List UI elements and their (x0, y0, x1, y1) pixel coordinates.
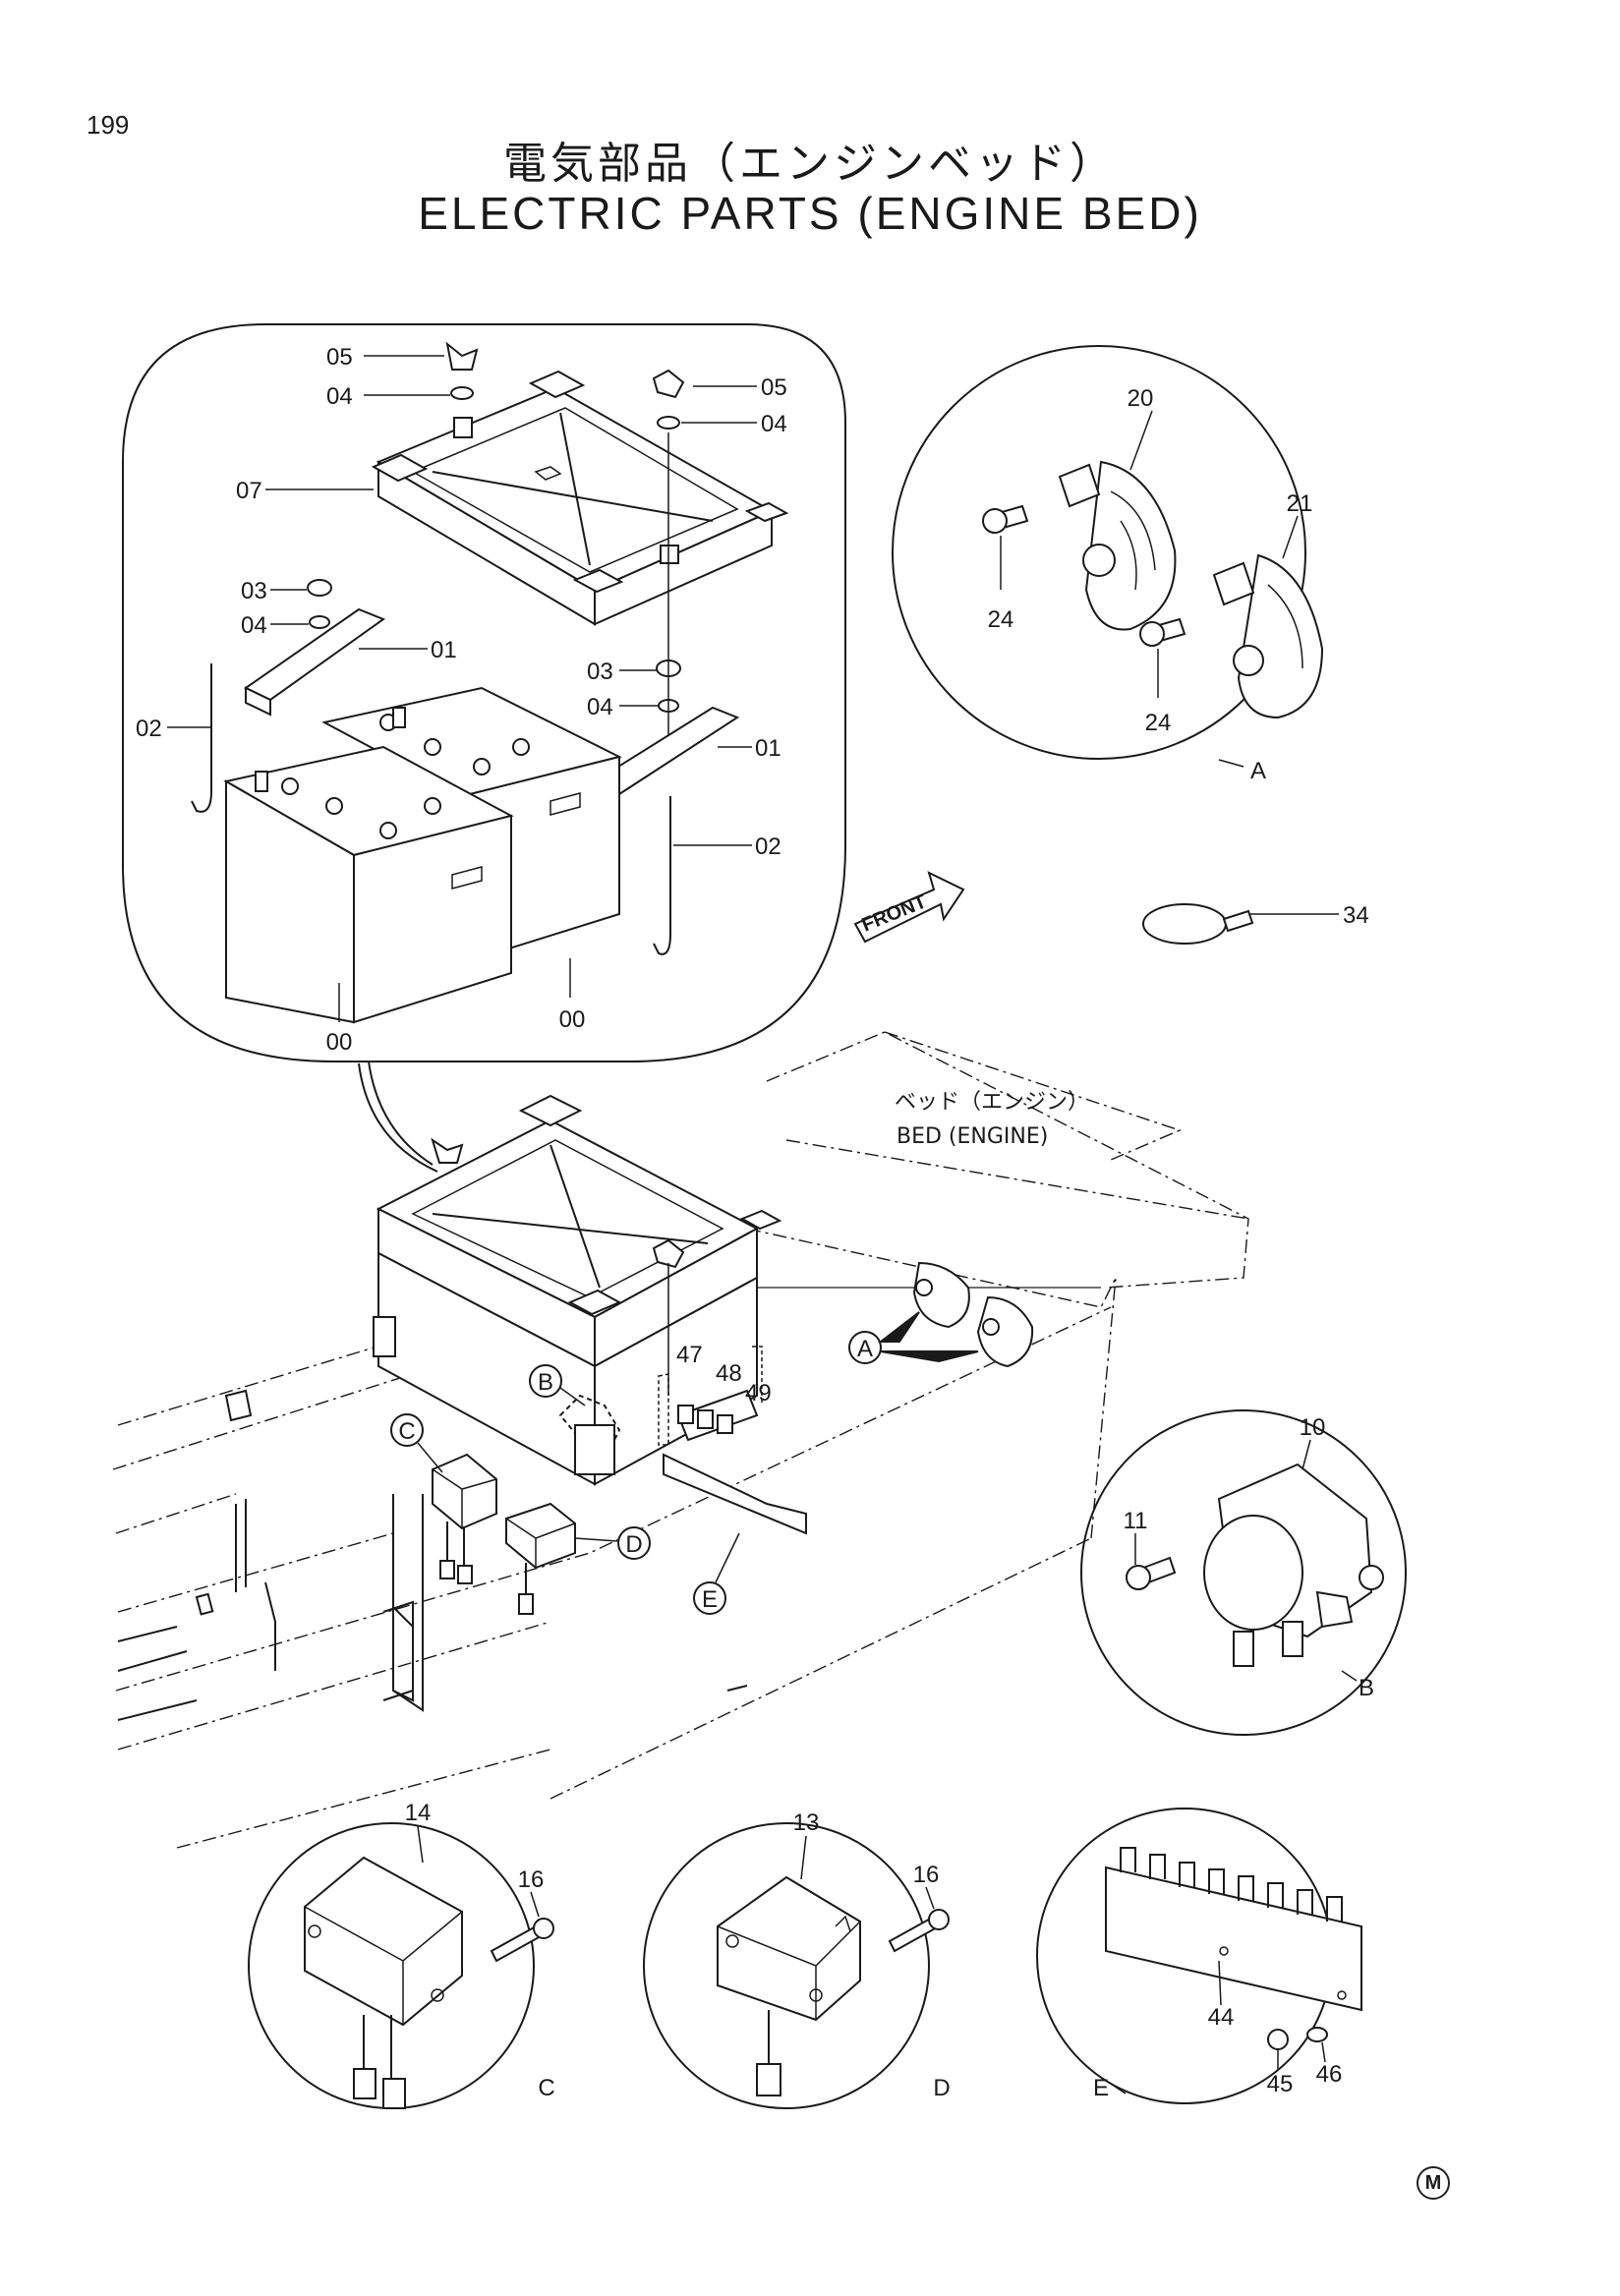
title-english: ELECTRIC PARTS (ENGINE BED) (418, 188, 1202, 239)
callout-00-left: 00 (326, 1029, 353, 1056)
callout-47: 47 (676, 1342, 703, 1368)
module-c: C (390, 1413, 497, 1584)
detail-a-letter: A (1250, 758, 1266, 784)
callout-24-lower: 24 (1145, 710, 1172, 736)
svg-text:FRONT: FRONT (859, 890, 930, 936)
detail-d-letter: D (933, 2075, 950, 2101)
callout-20: 20 (1128, 385, 1154, 412)
callout-11: 11 (1124, 1508, 1148, 1534)
callout-10: 10 (1300, 1414, 1326, 1441)
title-japanese: 電気部品（エンジンベッド） (503, 139, 1117, 189)
callout-14: 14 (405, 1800, 432, 1826)
callout-letter-c: C (398, 1418, 415, 1445)
cable-tie: 34 (1142, 902, 1369, 945)
callout-letter-a: A (857, 1336, 873, 1362)
bed-label-japanese: ベッド（エンジン） (895, 1090, 1089, 1115)
manufacturer-mark: M (1417, 2166, 1450, 2200)
callout-16-c: 16 (518, 1866, 545, 1893)
wing-nut-right (652, 369, 685, 757)
callout-24-upper: 24 (988, 606, 1014, 633)
callout-04-left: 04 (326, 383, 353, 410)
battery-pair (223, 686, 622, 1024)
callout-34: 34 (1343, 902, 1369, 929)
detail-b-relay: 10 11 B (1080, 1409, 1407, 1736)
callout-02-right: 02 (755, 833, 781, 860)
callout-44: 44 (1208, 2004, 1235, 2031)
callout-01-left: 01 (431, 637, 457, 663)
relay-b: B (529, 1364, 621, 1475)
detail-b-letter: B (1359, 1675, 1374, 1701)
battery-hold-down-frame (371, 370, 789, 626)
callout-letter-e: E (702, 1586, 718, 1613)
callout-letter-d: D (625, 1531, 642, 1558)
wing-nut-left (307, 341, 479, 629)
callout-03-right: 03 (587, 659, 613, 685)
callout-45: 45 (1267, 2071, 1294, 2097)
detail-e-fuse-plate: 44 45 46 E (1036, 1808, 1362, 2104)
fuse-box: E 47 48 49 (658, 1342, 807, 1615)
detail-e-letter: E (1093, 2075, 1109, 2101)
detail-d-module: 13 16 D (643, 1809, 951, 2109)
callout-16-d: 16 (913, 1862, 940, 1888)
battery-detail-view: 05 04 05 04 07 03 04 01 03 04 02 01 02 0… (122, 323, 846, 1173)
detail-c-letter: C (538, 2075, 554, 2101)
callout-04-lower-right: 04 (587, 694, 613, 720)
callout-49: 49 (745, 1380, 772, 1406)
detail-a-horns: 20 21 24 24 A (892, 345, 1324, 784)
callout-13: 13 (793, 1809, 820, 1836)
callout-05-right: 05 (761, 374, 787, 401)
callout-00-right: 00 (559, 1006, 586, 1033)
engine-bed-view: B C D (112, 1031, 1249, 1849)
page-number: 199 (87, 110, 130, 140)
callout-05-left: 05 (326, 344, 353, 371)
bed-label-english: BED (ENGINE) (897, 1124, 1048, 1149)
callout-04-lower-left: 04 (241, 612, 267, 639)
callout-07: 07 (236, 478, 262, 504)
callout-letter-b: B (538, 1369, 553, 1396)
front-arrow: FRONT (853, 871, 965, 944)
callout-04-right: 04 (761, 411, 787, 437)
callout-46: 46 (1316, 2061, 1343, 2088)
module-d: D (505, 1502, 651, 1615)
callout-03-left: 03 (241, 578, 267, 604)
callout-02-left: 02 (136, 716, 162, 742)
callout-21: 21 (1287, 490, 1313, 517)
detail-c-module: 14 16 C (248, 1800, 555, 2109)
callout-48: 48 (716, 1360, 742, 1387)
callout-01-right: 01 (755, 735, 781, 762)
horns-on-bed: A (848, 1261, 1034, 1368)
